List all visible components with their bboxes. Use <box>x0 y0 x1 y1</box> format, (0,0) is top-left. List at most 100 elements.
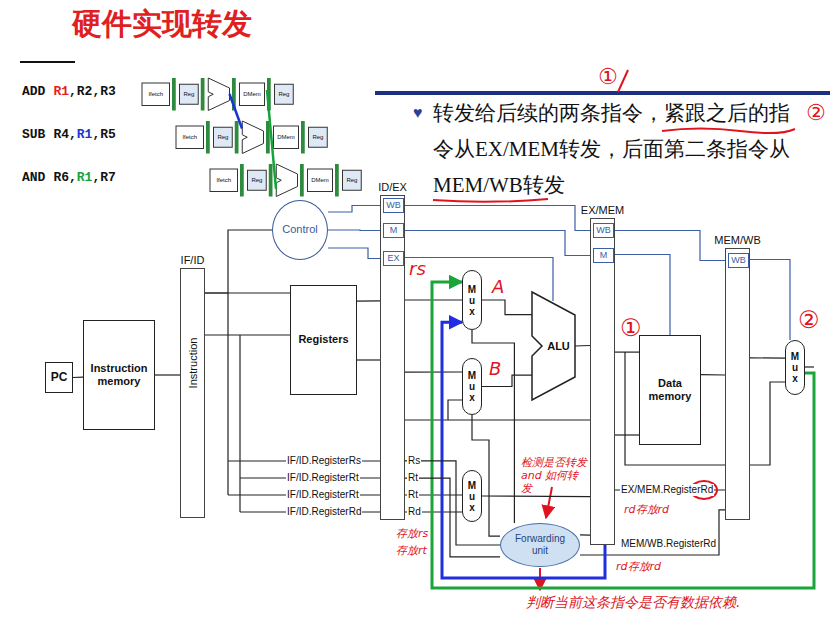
alu-body <box>532 292 575 400</box>
node-text: WB <box>731 256 746 265</box>
instruction-text: ADD <box>22 84 45 100</box>
stage-label: Ifetch <box>182 134 197 140</box>
callout-number: ② <box>806 100 826 126</box>
node-text: EX <box>387 254 399 263</box>
signal-name: IF/ID.RegisterRt <box>286 489 360 501</box>
annotation: rd存放rd <box>624 503 669 516</box>
wire <box>205 292 290 293</box>
callout-number: ① <box>598 64 618 90</box>
stage-label: DMem <box>243 91 261 97</box>
pipeline-stages <box>176 121 327 154</box>
annotation: rs <box>409 258 426 280</box>
alu-shape: ALU <box>532 292 575 400</box>
header-rule <box>375 91 830 95</box>
stage-label: Ifetch <box>216 177 231 183</box>
node-text: Forwarding unit <box>508 533 572 557</box>
node-text: Instruction <box>186 338 200 389</box>
instruction-text: R6, <box>53 170 76 186</box>
register-name: IF/ID <box>181 253 205 267</box>
process-box: PC <box>45 362 73 393</box>
mux: Mux <box>462 270 482 330</box>
instruction-text: ,R7 <box>92 170 115 186</box>
stage-label: Reg <box>183 91 194 97</box>
signal-name: MEM/WB.RegisterRd <box>620 538 717 550</box>
instruction-text: ,R2,R3 <box>69 84 116 100</box>
pipeline-register: MEM/WBWB <box>725 248 750 520</box>
instruction-text: AND <box>22 170 45 186</box>
node-text: Mux <box>467 284 477 317</box>
wire <box>432 282 814 588</box>
node-text: PC <box>51 370 68 384</box>
node-text: Control <box>282 223 317 236</box>
process-box: Data memory <box>639 335 701 445</box>
wire <box>328 248 383 259</box>
register-name: EX/MEM <box>581 203 624 217</box>
node-text: Mux <box>467 480 477 513</box>
node-text: Instruction memory <box>86 362 152 388</box>
node-text: Mux <box>467 370 477 403</box>
stage-label: DMem <box>277 134 295 140</box>
node-text: M <box>600 251 608 260</box>
wire <box>73 377 83 378</box>
signal-name: IF/ID.RegisterRd <box>286 506 362 518</box>
mux: Mux <box>785 340 805 395</box>
signal-name: Rt <box>407 489 419 501</box>
control-field: M <box>383 223 404 238</box>
pipeline-register: EX/MEMWBM <box>590 218 615 545</box>
signal-name: Rt <box>407 472 419 484</box>
signal-name: EX/MEM.RegisterRd <box>620 484 714 496</box>
instruction-text: R1 <box>77 170 93 186</box>
pipeline-register: ID/EXWBMEX <box>380 195 405 520</box>
control-field: M <box>593 248 614 263</box>
signal-name: IF/ID.RegisterRs <box>286 455 362 467</box>
wire <box>442 322 605 578</box>
title-rule <box>20 61 75 63</box>
mux: Mux <box>462 470 482 522</box>
annotation: B <box>489 358 501 380</box>
node-text: Data memory <box>642 377 698 403</box>
stage-label: Reg <box>251 177 262 183</box>
control-field: WB <box>728 253 749 268</box>
signal-name: Rd <box>407 506 422 518</box>
instruction-text: R1 <box>53 84 69 100</box>
wire <box>155 374 180 375</box>
pipeline-register: IF/IDInstruction <box>180 268 205 518</box>
control-field: WB <box>383 198 404 213</box>
wire <box>328 229 383 231</box>
title-text: 硬件实现转发 <box>72 6 252 42</box>
wire <box>615 352 639 353</box>
stage-label: Reg <box>217 134 228 140</box>
process-box: Instruction memory <box>83 320 155 430</box>
instruction-text: R1 <box>77 127 93 143</box>
wire <box>404 231 593 256</box>
instruction-text: SUB <box>22 127 45 143</box>
annotation: 存放rt <box>396 544 427 557</box>
note-text: 转发给后续的两条指令，紧跟之后的指令从EX/MEM转发，后面第二条指令从MEM/… <box>433 95 805 203</box>
node-text: WB <box>386 201 401 210</box>
process-box: Registers <box>290 285 357 395</box>
mux: Mux <box>462 358 482 415</box>
callout-number: ② <box>798 306 820 335</box>
forward-arrow-green <box>267 90 276 189</box>
annotation: A <box>492 276 504 298</box>
control-field: WB <box>593 223 614 238</box>
node-text: M <box>390 226 398 235</box>
pipeline-stages <box>142 78 293 111</box>
signal-name: IF/ID.RegisterRt <box>286 472 360 484</box>
node-text: Mux <box>790 351 800 384</box>
wire <box>328 206 383 213</box>
stage-label: Reg <box>312 134 323 140</box>
control-field: EX <box>383 251 404 266</box>
control-ellipse: Control <box>272 200 328 260</box>
annotation: 判断当前这条指令是否有数据依赖. <box>526 594 740 611</box>
wire <box>701 374 725 376</box>
wire <box>575 345 590 347</box>
pipeline-stages <box>210 164 361 197</box>
node-text: Registers <box>298 333 348 346</box>
annotation: 存放rs <box>396 527 428 540</box>
wire <box>404 206 593 231</box>
wire <box>357 300 380 301</box>
register-name: MEM/WB <box>714 233 760 247</box>
stage-label: DMem <box>311 177 329 183</box>
